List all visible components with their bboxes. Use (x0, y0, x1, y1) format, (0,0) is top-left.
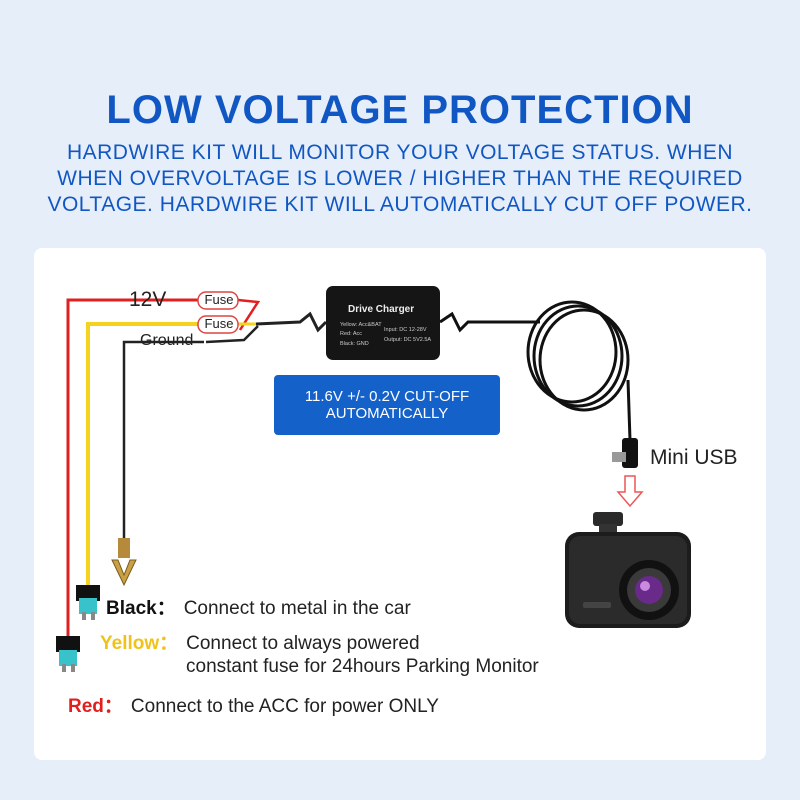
charger-output: Output: DC 5V2.5A (384, 337, 431, 343)
label-12v: 12V (129, 288, 166, 312)
label-mini-usb: Mini USB (650, 446, 738, 470)
legend-red: Red： Connect to the ACC for power ONLY (68, 691, 439, 718)
legend-yellow-key: Yellow： (100, 633, 178, 654)
notice-line: AUTOMATICALLY (274, 405, 500, 422)
notice-line: 11.6V +/- 0.2V CUT-OFF (274, 388, 500, 405)
output-cable (440, 314, 540, 330)
legend-black-key: Black： (106, 598, 176, 619)
charger-line-black: Black: GND (340, 341, 369, 347)
yellow-wire (88, 324, 198, 590)
charger-input: Input: DC 12-28V (384, 327, 427, 333)
charger-line-yellow: Yellow: Acc&BAT (340, 322, 382, 328)
cutoff-notice: 11.6V +/- 0.2V CUT-OFF AUTOMATICALLY (274, 375, 500, 435)
fuse-plug-red-icon (56, 636, 80, 672)
fuse-label-1: Fuse (201, 292, 237, 307)
charger-line-red: Red: Acc (340, 331, 362, 337)
fuse-label-2: Fuse (201, 316, 237, 331)
mini-usb-plug-icon (612, 438, 638, 468)
legend-red-text: Connect to the ACC for power ONLY (131, 696, 439, 717)
down-arrow-icon (618, 476, 642, 506)
fuse-plug-yellow-icon (76, 585, 100, 620)
legend-yellow: Yellow： Connect to always powered (100, 631, 420, 656)
black-wire (124, 342, 204, 540)
usb-cable (628, 380, 630, 440)
legend-yellow-line2: constant fuse for 24hours Parking Monito… (186, 656, 539, 678)
input-cable (256, 314, 326, 330)
charger-title: Drive Charger (348, 304, 414, 315)
legend-yellow-text-1: Connect to always powered (186, 633, 419, 654)
ring-terminal-icon (112, 538, 136, 585)
dash-camera-icon (563, 510, 693, 640)
label-ground: Ground (140, 332, 193, 350)
cable-coil (528, 302, 628, 410)
legend-black-text: Connect to metal in the car (184, 598, 411, 619)
legend-black: Black： Connect to metal in the car (106, 593, 411, 620)
legend-red-key: Red： (68, 696, 123, 717)
